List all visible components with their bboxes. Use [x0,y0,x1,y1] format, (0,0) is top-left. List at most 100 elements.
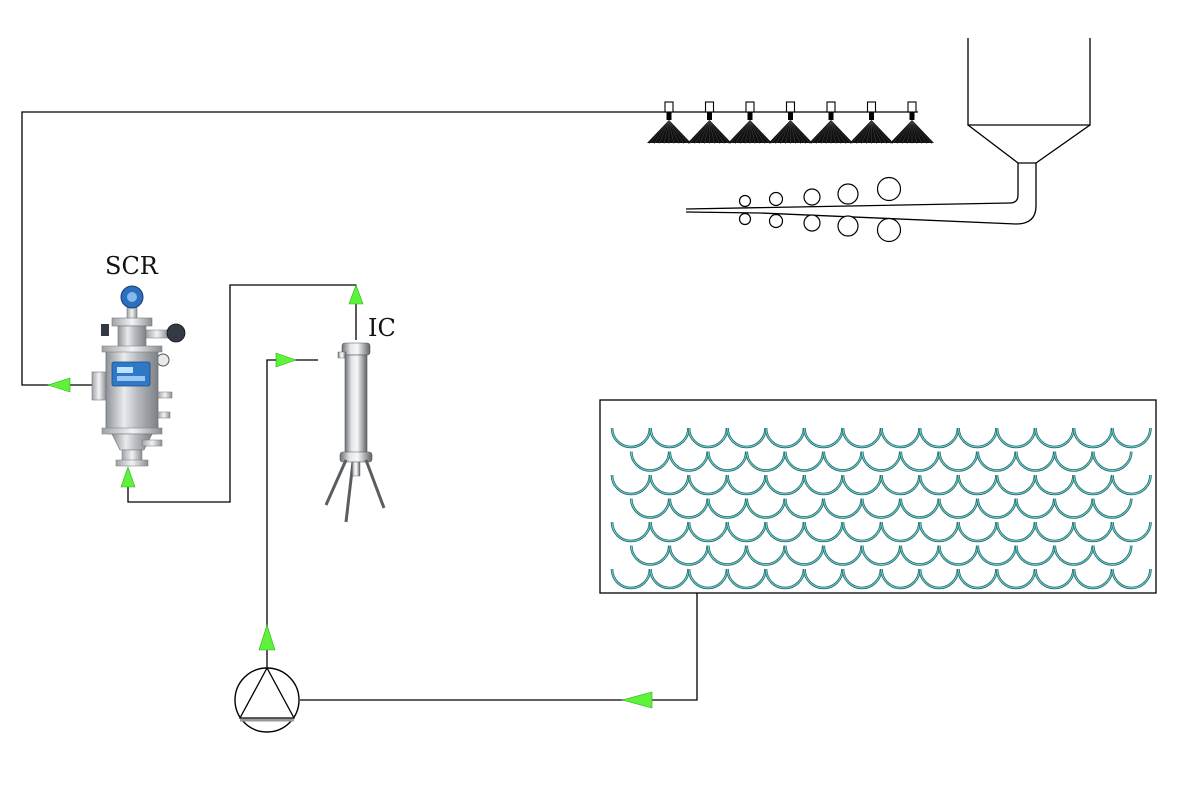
media-scale-highlight [727,474,766,495]
spray-streak [749,120,756,145]
media-scale-highlight [881,474,920,495]
media-scale-highlight [977,451,1017,471]
media-scale-highlight [823,545,863,565]
roller-top [876,176,902,202]
scr-outlet-flange [91,371,107,401]
media-scale-highlight [784,451,824,471]
media-scale-highlight [611,568,651,589]
spray-streak [699,120,710,145]
spray-streak [694,120,710,145]
media-scale-highlight [650,521,689,542]
scr-left-valve [101,324,109,336]
media-scale-highlight [707,451,747,471]
spray-streak [871,120,882,145]
media-scale-highlight [746,545,786,565]
media-scale-highlight [804,474,843,495]
media-scale-highlight [842,521,882,542]
media-scale-highlight [804,427,843,448]
spray-streak [911,120,918,145]
media-scale-highlight [804,521,843,542]
nozzle-tip [909,112,915,120]
media-scale-highlight [707,498,747,518]
spray-streak [709,120,715,145]
feed-chute-inner [685,163,1019,210]
spray-streak [668,120,675,145]
media-scale-highlight [707,545,747,565]
hopper [685,38,1091,225]
media-scale-highlight [919,474,959,495]
media-scale-highlight [746,451,786,471]
spray-streak [790,120,796,145]
spray-streak [856,120,872,145]
spray-streak [709,120,730,145]
media-scale-highlight [669,545,709,565]
spray-streak [663,120,670,145]
nozzle-tip [869,112,874,120]
spray-streak [648,120,670,145]
media-scale-highlight [958,568,997,589]
roller-bottom [837,215,859,237]
ic-column-body [344,354,368,456]
media-scale-highlight [1073,568,1113,589]
media-scale-highlight [650,427,689,448]
media-scale-highlight [688,474,728,495]
media-scale-highlight [1054,451,1094,471]
media-scale-highlight [650,474,689,495]
nozzle-tip [666,112,672,120]
media-scale-highlight [630,545,670,565]
spray-streak [790,120,801,145]
spray-streak [770,120,791,145]
ic-outlet-stub [351,461,361,477]
media-scale-highlight [1092,451,1132,471]
nozzle-body [907,101,917,113]
spray-streak [871,120,892,145]
roller-bottom [876,217,902,243]
spray-streak [906,120,913,145]
spray-streak [891,120,913,145]
scr-motor-cap [127,292,137,302]
roller-train [738,176,902,243]
media-scale-highlight [996,474,1036,495]
flow-arrow-scr-inlet [120,466,136,488]
pump-impeller-triangle [238,666,296,719]
spray-nozzle [647,101,691,145]
media-scale-highlight [900,451,940,471]
spray-nozzle-array [647,101,934,145]
roller-top [738,194,752,208]
scr-gauge [156,353,170,367]
nozzle-tip [828,112,834,120]
media-scale-highlight [669,498,709,518]
media-scale-highlight [938,545,978,565]
scr-neck [117,325,147,349]
nozzle-tip [747,112,753,120]
media-scale-highlight [996,427,1036,448]
spray-streak [749,120,766,145]
media-scale-highlight [1035,474,1074,495]
spray-streak [653,120,670,145]
spray-streak [830,120,842,145]
spray-nozzle [768,101,813,145]
spray-streak [901,120,913,145]
tank-media-scales [610,427,1152,590]
media-scale-highlight [1092,498,1132,518]
scr-right-port-1 [157,391,173,399]
spray-streak [689,120,710,145]
media-scale-highlight [842,474,882,495]
spray-nozzle [890,101,934,145]
media-scale-highlight [958,427,997,448]
spray-streak [911,120,928,145]
flow-arrow-tank-return [620,691,653,709]
roller-bottom [768,213,784,229]
roller-top [768,191,784,207]
media-scale-highlight [900,545,940,565]
pump-casing [234,667,300,733]
media-scale-highlight [823,498,863,518]
spray-streak [704,120,710,145]
scr-right-port-2 [157,411,171,419]
nozzle-body [866,101,877,113]
spray-streak [825,120,832,145]
feed-chute-outer [685,163,1037,225]
roller-top [837,183,859,205]
spray-streak [896,120,913,145]
